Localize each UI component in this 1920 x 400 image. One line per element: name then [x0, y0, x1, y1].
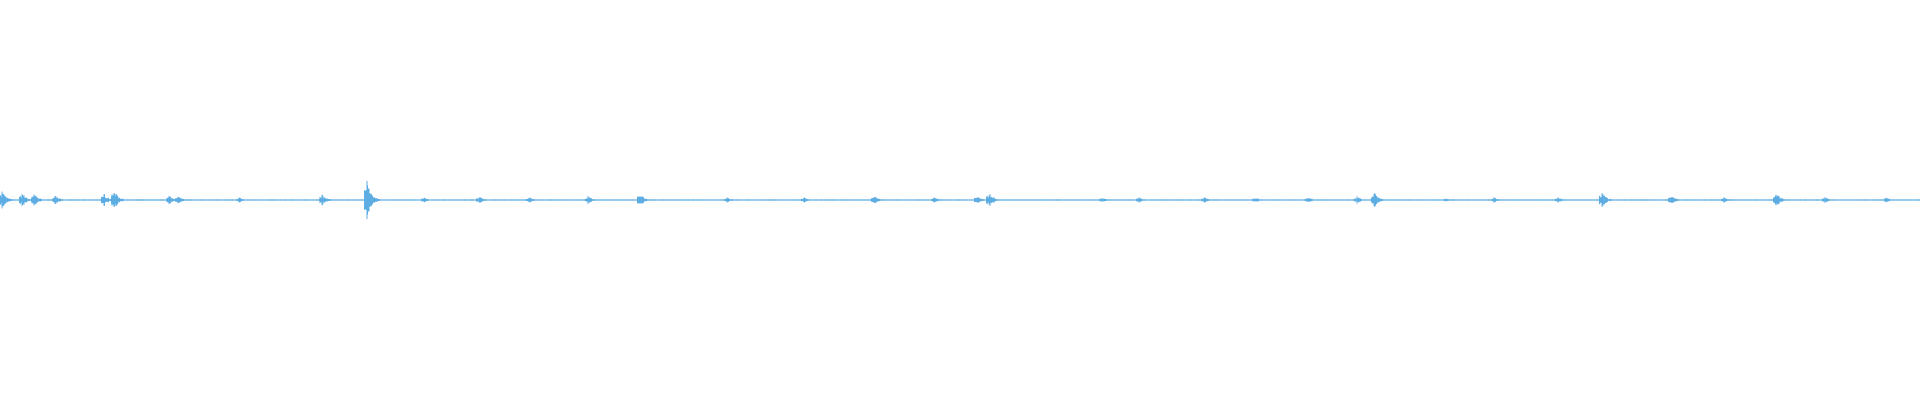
waveform-trace: [0, 180, 1920, 220]
